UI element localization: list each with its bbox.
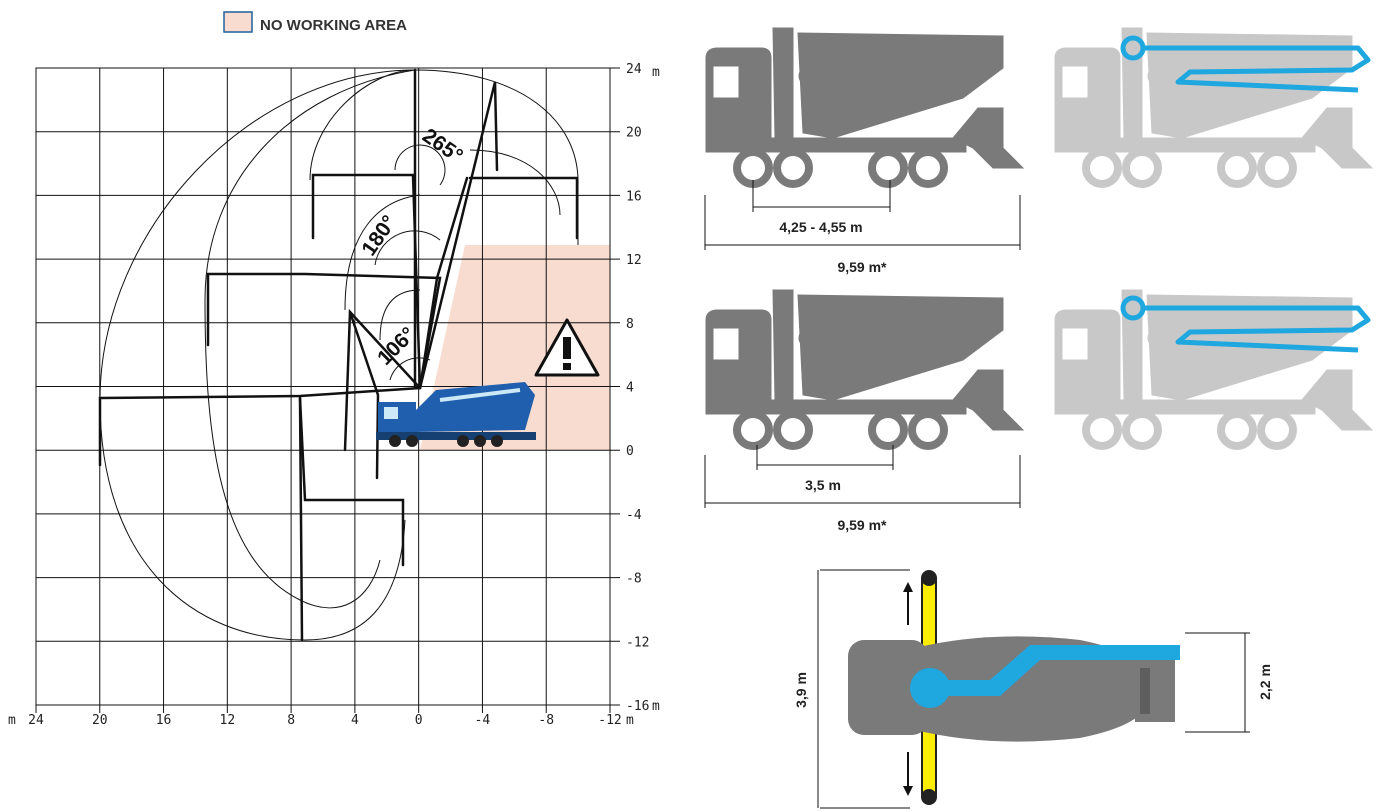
x-tick-label: 24 [28,713,44,728]
legend-swatch [223,11,253,33]
top-view [848,570,1180,805]
x-tick-label: 4 [351,713,359,728]
x-tick-label: -4 [475,713,491,728]
truck-config-2-dark [706,290,1023,446]
top-view-dimensions [817,569,1250,809]
warning-icon [534,318,600,377]
boom-up-right [418,81,499,390]
y-tick-label: 0 [626,444,634,459]
truck-config-1-dimensions [704,180,1021,250]
reach-chart: 24 20 16 12 8 4 0 -4 -8 -12 24 20 16 12 8 4 0 -4 -8 -12 -16… [8,62,660,728]
x-tick-label: 20 [92,713,108,728]
boom-lines [98,68,579,642]
inner-arc-1 [344,194,421,311]
boom-up-left [311,173,422,390]
x-tick-label: -12 [598,713,621,728]
angle-arcs [374,144,446,381]
boom-down [298,396,304,642]
boom-right-top [468,176,579,240]
boom-small [348,310,380,480]
chart-grid [35,67,620,713]
x-axis-unit-right: m [626,713,634,728]
reach-envelopes [99,69,579,641]
x-axis-unit-left: m [8,713,16,728]
y-tick-labels: 24 20 16 12 8 4 0 -4 -8 -12 -16 [626,62,649,714]
right-envelope [414,69,579,245]
y-axis-unit-top: m [652,65,660,80]
y-tick-label: -4 [626,508,642,523]
mid-envelope [309,69,416,181]
y-axis-unit-bottom: m [652,699,660,714]
boom-hanging [298,396,405,567]
boom-right-low [418,176,469,390]
small-envelope-right [469,149,561,216]
y-tick-label: -16 [626,699,649,714]
outer-envelope [99,69,416,641]
y-tick-label: 8 [626,317,634,332]
legend: NO WORKING AREA [223,11,407,34]
truck-config-1-dark [706,28,1023,184]
y-tick-label: 16 [626,189,642,204]
boom-mid-left [206,272,442,390]
top-view-boom-width-label: 2,2 m [1257,664,1273,700]
angle-label-265: 265° [418,124,467,168]
x-tick-label: 12 [220,713,236,728]
x-tick-labels: 24 20 16 12 8 4 0 -4 -8 -12 [28,713,622,728]
x-tick-label: -8 [538,713,554,728]
boom-folded-icon-1 [1120,35,1371,93]
y-tick-label: 20 [626,126,642,141]
top-view-width-label: 3,9 m [793,672,809,708]
x-tick-label: 16 [156,713,172,728]
wheelbase-label-1: 4,25 - 4,55 m [779,219,862,235]
inner-envelope [204,69,416,609]
wheelbase-label-2: 3,5 m [805,477,841,493]
length-label-1: 9,59 m* [837,259,887,275]
length-label-2: 9,59 m* [837,517,887,533]
boom-horizontal-max [98,386,422,467]
truck-config-2-light [1055,290,1372,446]
y-tick-label: 4 [626,381,634,396]
truck-config-1-light [1055,28,1372,184]
y-tick-label: -8 [626,572,642,587]
truck-config-2-dimensions [704,445,1021,508]
x-tick-label: 0 [415,713,423,728]
inner-arc-2 [379,289,421,341]
chart-truck-icon [376,382,536,447]
boom-folded-icon-2 [1120,295,1371,353]
y-tick-label: 12 [626,253,642,268]
y-tick-label: -12 [626,635,649,650]
y-tick-label: 24 [626,62,642,77]
x-tick-label: 8 [287,713,295,728]
legend-label: NO WORKING AREA [260,17,407,34]
